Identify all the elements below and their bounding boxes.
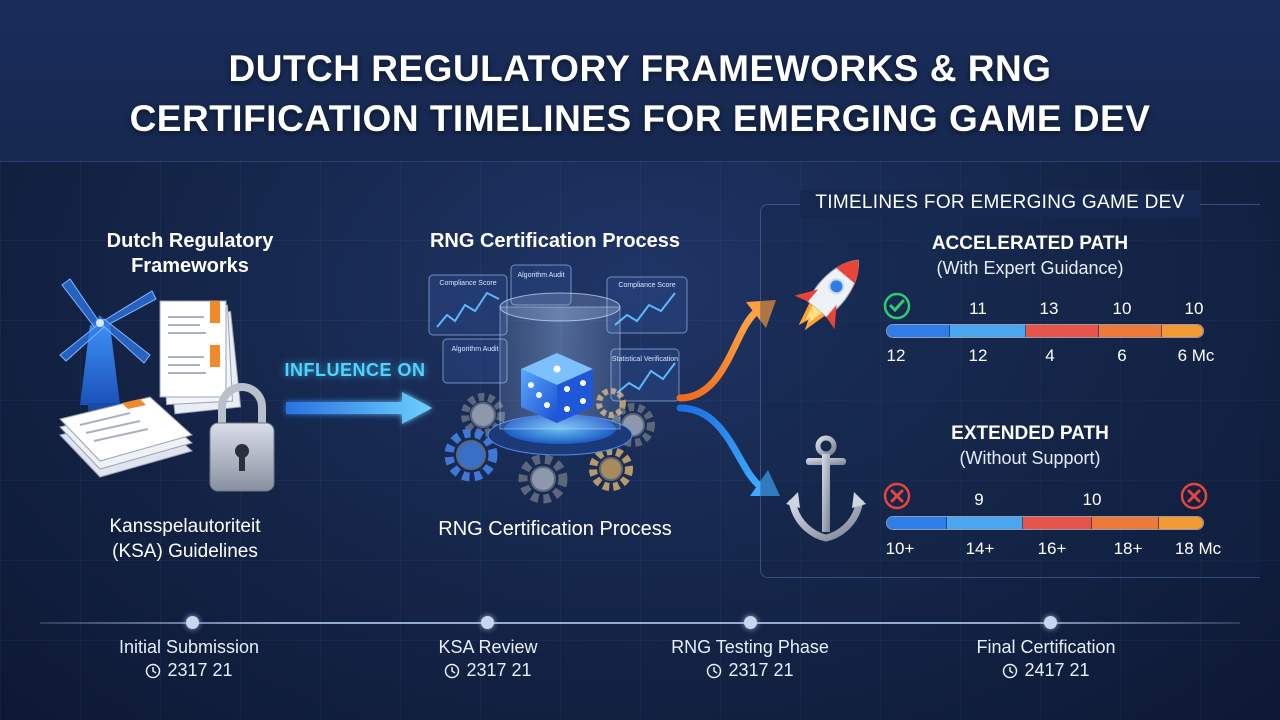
extended-bottom-number: 16+ bbox=[1037, 539, 1067, 558]
bar-segment bbox=[1158, 517, 1203, 529]
title-line-1: DUTCH REGULATORY FRAMEWORKS & RNG bbox=[228, 48, 1052, 89]
extended-path-title: EXTENDED PATH bbox=[951, 423, 1109, 444]
influence-arrow bbox=[286, 392, 432, 424]
extended-bottom-number: 14+ bbox=[965, 539, 995, 558]
timeline-date-text: 2417 21 bbox=[1024, 660, 1090, 680]
rng-illustration: Compliance Score Algorithm Audit Complia… bbox=[428, 264, 688, 504]
accelerated-path-title: ACCELERATED PATH bbox=[931, 233, 1129, 254]
accelerated-top-number: 11 bbox=[969, 299, 987, 318]
accelerated-bottom-number: 6 bbox=[1117, 346, 1127, 365]
clock-icon bbox=[707, 663, 722, 678]
timeline-step-date: 2417 21 bbox=[926, 660, 1166, 681]
left-column-title: Dutch Regulatory Frameworks bbox=[106, 230, 274, 277]
title-band bbox=[0, 0, 1280, 162]
bar-segment bbox=[1098, 325, 1162, 337]
timeline-dot bbox=[744, 616, 757, 629]
ksa-caption-line-2: (KSA) Guidelines bbox=[112, 541, 258, 562]
bar-segment bbox=[1092, 517, 1159, 529]
card-algorithm-left-label: Algorithm Audit bbox=[451, 346, 498, 353]
card-algorithm-top-label: Algorithm Audit bbox=[517, 272, 564, 279]
windmill-icon bbox=[59, 278, 157, 411]
extended-top-number: 10 bbox=[1082, 490, 1102, 509]
clock-icon bbox=[146, 663, 161, 678]
compliance-score-card-left: Compliance Score bbox=[428, 274, 508, 336]
anchor-icon bbox=[786, 435, 866, 542]
rocket-icon bbox=[794, 259, 859, 331]
bar-segment bbox=[887, 325, 951, 337]
accelerated-bottom-number: 12 bbox=[968, 346, 988, 365]
cross-icon bbox=[883, 482, 911, 510]
accelerated-top-number: 13 bbox=[1039, 299, 1059, 318]
ksa-caption: Kansspelautoriteit (KSA) Guidelines bbox=[60, 514, 310, 564]
bar-segment bbox=[887, 517, 948, 529]
document-stack-icon bbox=[59, 396, 194, 478]
panel-title: TIMELINES FOR EMERGING GAME DEV bbox=[815, 192, 1185, 213]
statistical-verification-card: Statistical Verification bbox=[610, 348, 680, 402]
panel-title-backdrop bbox=[800, 190, 1200, 218]
accelerated-bottom-number: 4 bbox=[1045, 346, 1055, 365]
timeline-line bbox=[40, 622, 1240, 624]
timeline-date-text: 2317 21 bbox=[728, 660, 794, 680]
extended-bottom-number: 18+ bbox=[1113, 539, 1143, 558]
document-stack-icon bbox=[159, 300, 242, 415]
center-column-caption: RNG Certification Process bbox=[438, 518, 672, 540]
page-title: DUTCH REGULATORY FRAMEWORKS & RNG CERTIF… bbox=[0, 44, 1280, 144]
title-line-2: CERTIFICATION TIMELINES FOR EMERGING GAM… bbox=[129, 98, 1151, 139]
compliance-score-card-right: Compliance Score bbox=[606, 276, 688, 334]
timeline-date-text: 2317 21 bbox=[466, 660, 532, 680]
extended-path-subtitle: (Without Support) bbox=[959, 448, 1101, 468]
bar-segment bbox=[1026, 325, 1099, 337]
accelerated-top-number: 10 bbox=[1112, 299, 1132, 318]
extended-bottom-number: 18 Mc bbox=[1174, 539, 1222, 558]
bar-segment bbox=[1022, 517, 1093, 529]
timeline-dot bbox=[186, 616, 199, 629]
center-column-title: RNG Certification Process bbox=[429, 230, 681, 252]
accelerated-bottom-number: 6 Mc bbox=[1177, 346, 1215, 365]
accelerated-bottom-number: 12 bbox=[886, 346, 906, 365]
cross-icon bbox=[1180, 482, 1208, 510]
bar-segment bbox=[950, 325, 1027, 337]
algorithm-audit-card-left: Algorithm Audit bbox=[442, 338, 508, 384]
extended-progress-bar bbox=[886, 516, 1204, 530]
timeline-dot bbox=[481, 616, 494, 629]
accelerated-top-number: 10 bbox=[1184, 299, 1204, 318]
dice-icon bbox=[521, 353, 593, 423]
card-compliance-left-label: Compliance Score bbox=[439, 280, 496, 287]
accelerated-path-subtitle: (With Expert Guidance) bbox=[936, 258, 1124, 278]
padlock-icon bbox=[209, 383, 275, 492]
timeline-step-label: Initial Submission bbox=[118, 637, 260, 657]
extended-bottom-number: 10+ bbox=[885, 539, 915, 558]
timeline-dot bbox=[1044, 616, 1057, 629]
timeline-step-date: 2317 21 bbox=[69, 660, 309, 681]
card-statistical-label: Statistical Verification bbox=[612, 356, 678, 363]
regulatory-illustration bbox=[59, 278, 275, 492]
timeline-step-date: 2317 21 bbox=[630, 660, 870, 681]
check-icon bbox=[883, 292, 911, 320]
influence-label: INFLUENCE ON bbox=[284, 360, 426, 380]
accelerated-progress-bar bbox=[886, 324, 1204, 338]
timeline-step-label: Final Certification bbox=[976, 637, 1116, 657]
timeline-step-date: 2317 21 bbox=[368, 660, 608, 681]
split-arrows bbox=[676, 300, 780, 496]
timeline-date-text: 2317 21 bbox=[167, 660, 233, 680]
bar-segment bbox=[1161, 325, 1203, 337]
timeline-step-label: KSA Review bbox=[438, 637, 538, 657]
extended-top-number: 9 bbox=[974, 490, 984, 509]
timeline-step-label: RNG Testing Phase bbox=[671, 637, 829, 657]
clock-icon bbox=[1003, 663, 1018, 678]
clock-icon bbox=[445, 663, 460, 678]
bar-segment bbox=[947, 517, 1023, 529]
ksa-caption-line-1: Kansspelautoriteit bbox=[109, 516, 261, 537]
card-compliance-right-label: Compliance Score bbox=[618, 282, 675, 289]
